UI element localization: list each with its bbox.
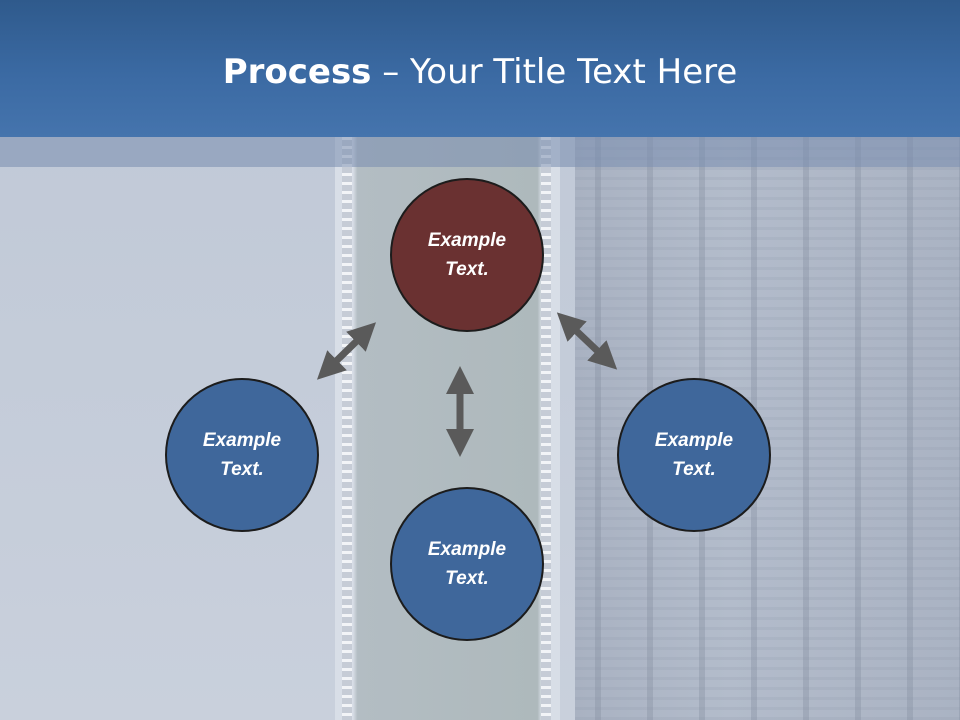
arrow-top-right [556, 312, 618, 370]
title-rest: – Your Title Text Here [371, 52, 738, 92]
process-node-bottom-label: Example Text. [427, 539, 507, 589]
process-node-right-label: Example Text. [654, 430, 734, 480]
title-bar [0, 0, 960, 137]
slide-title: Process – Your Title Text Here [0, 52, 960, 92]
process-node-left[interactable]: Example Text. [165, 378, 319, 532]
title-bold: Process [222, 52, 372, 92]
background-sign-lights-right [541, 137, 551, 720]
process-node-top[interactable]: Example Text. [390, 178, 544, 332]
background-sign-lights-left [342, 137, 352, 720]
title-strip [0, 137, 960, 167]
process-node-top-label: Example Text. [427, 230, 507, 280]
arrow-top-left [316, 322, 377, 380]
process-node-left-label: Example Text. [202, 430, 282, 480]
process-node-bottom[interactable]: Example Text. [390, 487, 544, 641]
process-node-right[interactable]: Example Text. [617, 378, 771, 532]
